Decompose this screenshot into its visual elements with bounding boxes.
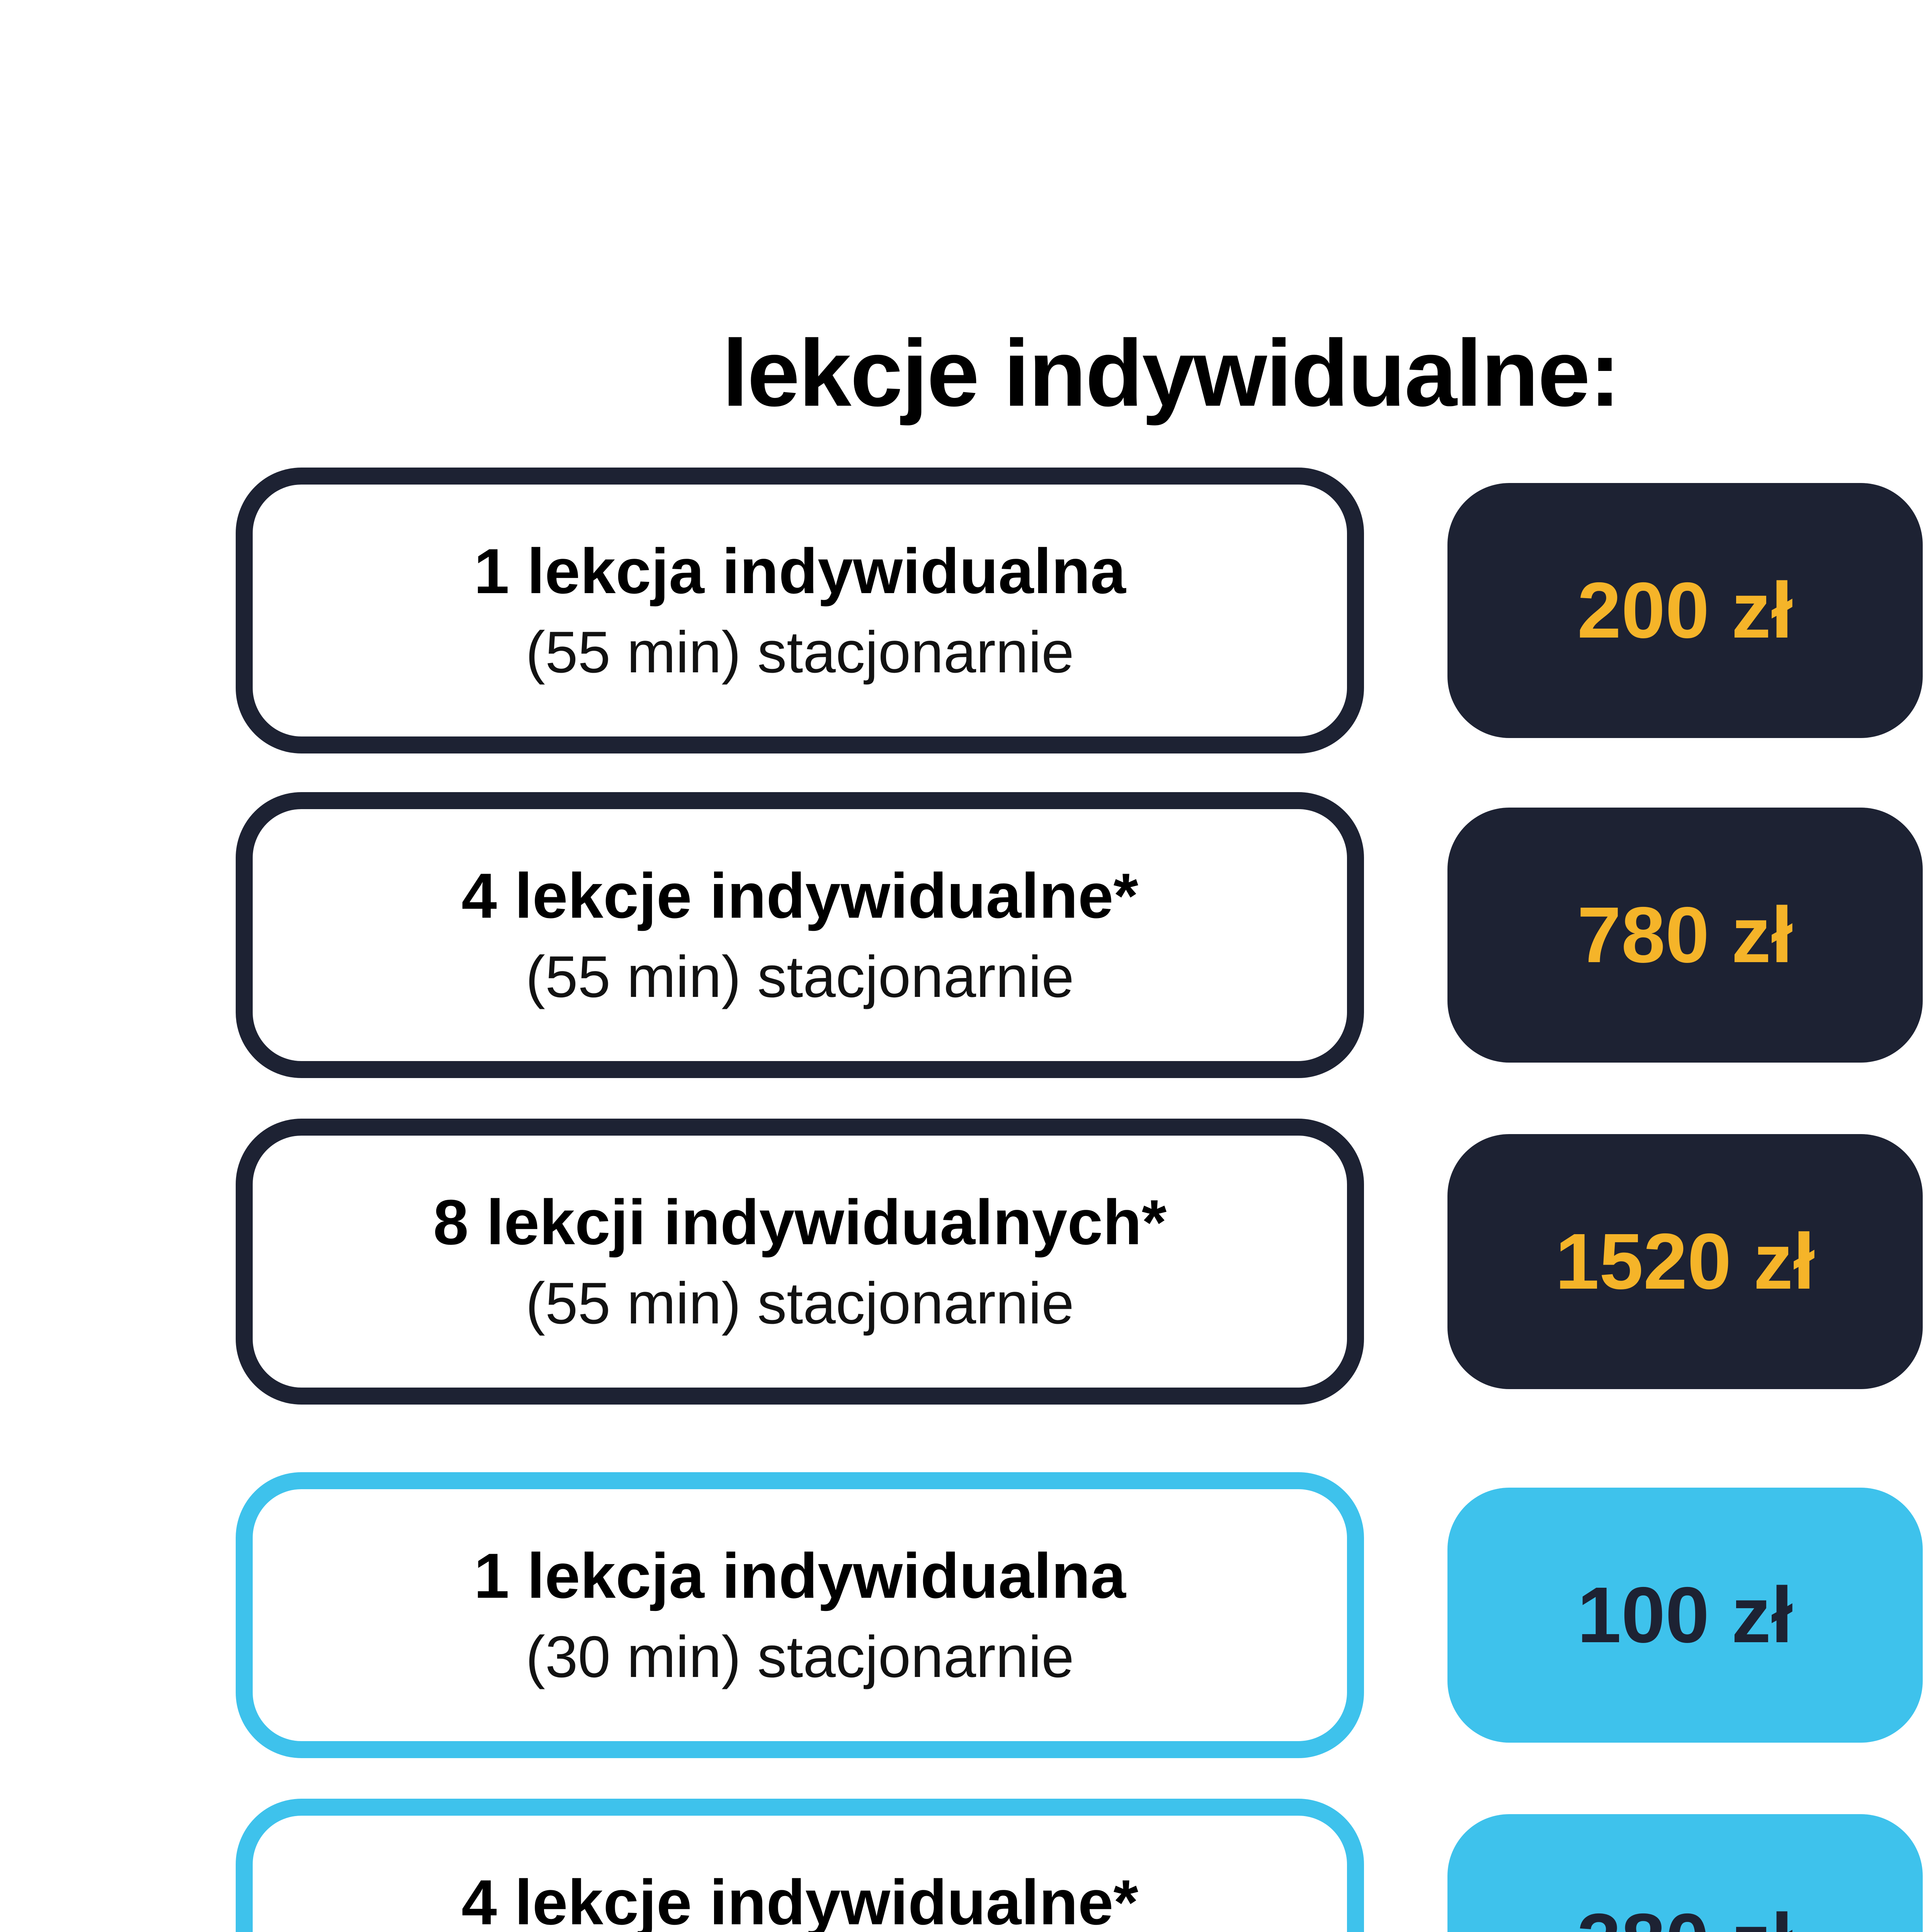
lesson-name: 1 lekcja indywidualna (474, 1540, 1126, 1611)
price-box: 100 zł (1447, 1488, 1923, 1743)
pricing-row: 4 lekcje indywidualne* (30 min) stacjona… (236, 1799, 1932, 1932)
lesson-label-box: 1 lekcja indywidualna (30 min) stacjonar… (236, 1472, 1364, 1758)
price-value: 380 zł (1577, 1896, 1793, 1932)
price-box: 380 zł (1447, 1814, 1923, 1932)
price-box: 200 zł (1447, 483, 1923, 738)
pricing-rows: 1 lekcja indywidualna (55 min) stacjonar… (236, 468, 1932, 1932)
lesson-name: 4 lekcje indywidualne* (461, 1866, 1138, 1932)
lesson-label-box: 8 lekcji indywidualnych* (55 min) stacjo… (236, 1119, 1364, 1405)
price-box: 780 zł (1447, 808, 1923, 1063)
lesson-label-box: 4 lekcje indywidualne* (55 min) stacjona… (236, 792, 1364, 1078)
lesson-details: (30 min) stacjonarnie (526, 1624, 1074, 1690)
price-value: 1520 zł (1555, 1217, 1815, 1306)
page-title: lekcje indywidualne: (722, 320, 1621, 426)
price-box: 1520 zł (1447, 1134, 1923, 1389)
lesson-details: (55 min) stacjonarnie (526, 1270, 1074, 1337)
lesson-label-box: 4 lekcje indywidualne* (30 min) stacjona… (236, 1799, 1364, 1932)
lesson-name: 8 lekcji indywidualnych* (433, 1186, 1167, 1258)
lesson-details: (55 min) stacjonarnie (526, 619, 1074, 685)
pricing-row: 8 lekcji indywidualnych* (55 min) stacjo… (236, 1119, 1932, 1405)
lesson-details: (55 min) stacjonarnie (526, 944, 1074, 1010)
lesson-label-box: 1 lekcja indywidualna (55 min) stacjonar… (236, 468, 1364, 753)
pricing-row: 4 lekcje indywidualne* (55 min) stacjona… (236, 792, 1932, 1078)
price-value: 200 zł (1577, 566, 1793, 655)
price-value: 780 zł (1577, 891, 1793, 979)
pricing-row: 1 lekcja indywidualna (55 min) stacjonar… (236, 468, 1932, 753)
lesson-name: 1 lekcja indywidualna (474, 535, 1126, 607)
price-value: 100 zł (1577, 1571, 1793, 1659)
pricing-row: 1 lekcja indywidualna (30 min) stacjonar… (236, 1472, 1932, 1758)
lesson-name: 4 lekcje indywidualne* (461, 860, 1138, 931)
